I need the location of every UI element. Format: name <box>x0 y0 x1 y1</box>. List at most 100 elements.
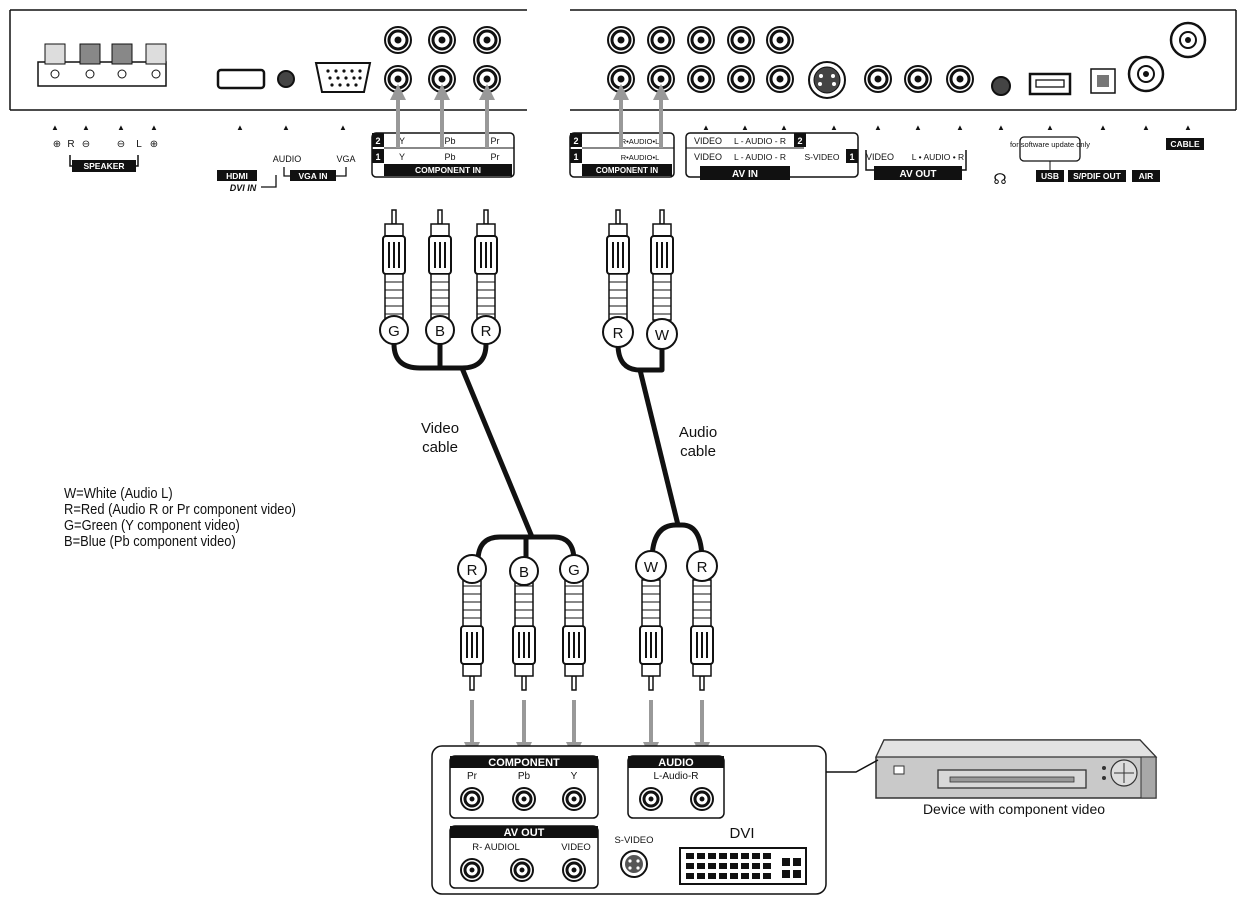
svg-text:B: B <box>435 323 445 340</box>
audio-in-jacks[interactable] <box>606 25 676 94</box>
usb-label-group: for software update only USB <box>1010 136 1090 182</box>
svg-text:▲: ▲ <box>702 123 710 132</box>
svg-text:Pr: Pr <box>491 136 500 146</box>
svg-text:cable: cable <box>422 439 458 456</box>
legend-item: R=Red (Audio R or Pr component video) <box>64 501 296 518</box>
svg-text:▲: ▲ <box>741 123 749 132</box>
svg-text:Pb: Pb <box>444 152 455 162</box>
dvi-pin <box>782 870 790 878</box>
svg-text:▲: ▲ <box>780 123 788 132</box>
svg-text:R•AUDIO•L: R•AUDIO•L <box>621 153 660 162</box>
dvi-pin <box>793 870 801 878</box>
svg-text:VIDEO: VIDEO <box>866 152 894 162</box>
svg-text:R- AUDIOL: R- AUDIOL <box>472 842 520 853</box>
dvi-pin <box>730 863 738 869</box>
svg-text:▲: ▲ <box>82 123 90 132</box>
legend-item: W=White (Audio L) <box>64 485 173 502</box>
av-in-box: 2 VIDEO L - AUDIO - R VIDEO L - AUDIO - … <box>685 132 859 180</box>
dvi-pin <box>697 853 705 859</box>
device-component-jacks[interactable] <box>459 786 587 812</box>
video-plug-badges-top: G B R <box>379 315 501 345</box>
svg-text:▲: ▲ <box>830 123 838 132</box>
dvi-pin <box>782 858 790 866</box>
svg-text:cable: cable <box>680 443 716 460</box>
hdmi-port[interactable] <box>216 68 266 90</box>
video-plug-badges-bottom: R B G <box>457 554 589 586</box>
headphone-jack[interactable] <box>991 76 1011 96</box>
av-in-jacks[interactable] <box>686 25 795 94</box>
svg-text:⊖: ⊖ <box>117 139 125 150</box>
video-cable-label: Video cable <box>421 420 459 456</box>
dvi-pin <box>752 853 760 859</box>
device-component-label: COMPONENT <box>488 757 560 769</box>
device-dvi-port[interactable] <box>679 847 807 885</box>
component-audio-box: 2 1 R•AUDIO•L R•AUDIO•L COMPONENT IN <box>569 132 675 178</box>
color-legend: W=White (Audio L) R=Red (Audio R or Pr c… <box>64 486 296 550</box>
s-video-jack[interactable] <box>808 61 846 99</box>
device-svideo-jack[interactable] <box>620 850 648 878</box>
svg-text:⊖: ⊖ <box>82 139 90 150</box>
svg-text:▲: ▲ <box>956 123 964 132</box>
dvi-in-label: DVI IN <box>230 183 257 193</box>
device-connector-panel: COMPONENT Pr Pb Y AUDIO L-Audio-R AV OUT… <box>431 745 827 895</box>
svg-text:▲: ▲ <box>117 123 125 132</box>
dvi-pin <box>686 873 694 879</box>
vga-in-label: VGA IN <box>299 171 328 181</box>
device-av-out-label: AV OUT <box>504 827 545 839</box>
svg-text:L-Audio-R: L-Audio-R <box>653 771 698 782</box>
cable-antenna-jack[interactable] <box>1169 21 1207 59</box>
svg-text:▲: ▲ <box>282 123 290 132</box>
video-cable-plugs-top <box>382 209 498 321</box>
audio-label: AUDIO <box>273 154 302 164</box>
svg-text:L • AUDIO • R: L • AUDIO • R <box>912 152 964 162</box>
av-out-label: AV OUT <box>899 169 936 180</box>
svg-text:L - AUDIO - R: L - AUDIO - R <box>734 152 786 162</box>
device-av-out-jacks[interactable] <box>459 857 587 883</box>
component-in-jacks[interactable] <box>383 25 502 94</box>
audio-cable-wire <box>615 343 705 562</box>
svg-text:▲: ▲ <box>1099 123 1107 132</box>
vga-label: VGA <box>336 154 355 164</box>
av-out-jacks[interactable] <box>863 64 975 94</box>
svg-text:1: 1 <box>573 152 578 162</box>
dvi-pin <box>708 863 716 869</box>
speaker-polarity-marks: ⊕ R ⊖ ⊖ L ⊕ <box>53 139 158 150</box>
svg-text:S-VIDEO: S-VIDEO <box>805 152 840 162</box>
svg-text:G: G <box>388 323 400 340</box>
svg-text:R: R <box>697 559 708 576</box>
vga-port[interactable] <box>314 62 372 93</box>
dvi-pin <box>763 863 771 869</box>
svg-text:2: 2 <box>797 136 802 146</box>
tv-panel-left <box>9 9 527 111</box>
speaker-terminals[interactable] <box>37 43 167 87</box>
svg-text:R: R <box>613 325 624 342</box>
dvi-pin <box>719 873 727 879</box>
usb-port[interactable] <box>1028 72 1072 96</box>
svg-text:Pb: Pb <box>444 136 455 146</box>
dvi-pin <box>697 863 705 869</box>
svg-text:▲: ▲ <box>236 123 244 132</box>
legend-item: B=Blue (Pb component video) <box>64 533 236 550</box>
tv-labels-left: ▲▲ ▲▲ ▲▲ ▲ ⊕ R ⊖ ⊖ L ⊕ SPEAKER HDMI DVI … <box>51 123 515 193</box>
dvi-pin <box>741 863 749 869</box>
component-in-label-2: COMPONENT IN <box>596 166 658 175</box>
callout-line <box>826 759 879 773</box>
audio-mini-jack[interactable] <box>277 70 295 88</box>
svg-text:Audio: Audio <box>679 424 717 441</box>
device-svideo-label: S-VIDEO <box>614 835 653 846</box>
svg-text:VIDEO: VIDEO <box>694 152 722 162</box>
svg-text:1: 1 <box>849 152 854 162</box>
audio-cable-plugs-top <box>606 209 674 321</box>
svg-text:R: R <box>67 139 74 150</box>
air-label: AIR <box>1139 171 1154 181</box>
dvi-pin <box>763 873 771 879</box>
svg-text:Video: Video <box>421 420 459 437</box>
spdif-port[interactable] <box>1090 68 1116 94</box>
svg-text:L - AUDIO - R: L - AUDIO - R <box>734 136 786 146</box>
air-antenna-jack[interactable] <box>1127 55 1165 93</box>
dvi-pin <box>708 853 716 859</box>
cable-label: CABLE <box>1170 139 1200 149</box>
dvi-pin <box>741 873 749 879</box>
svg-text:▲: ▲ <box>339 123 347 132</box>
svg-text:2: 2 <box>573 136 578 146</box>
